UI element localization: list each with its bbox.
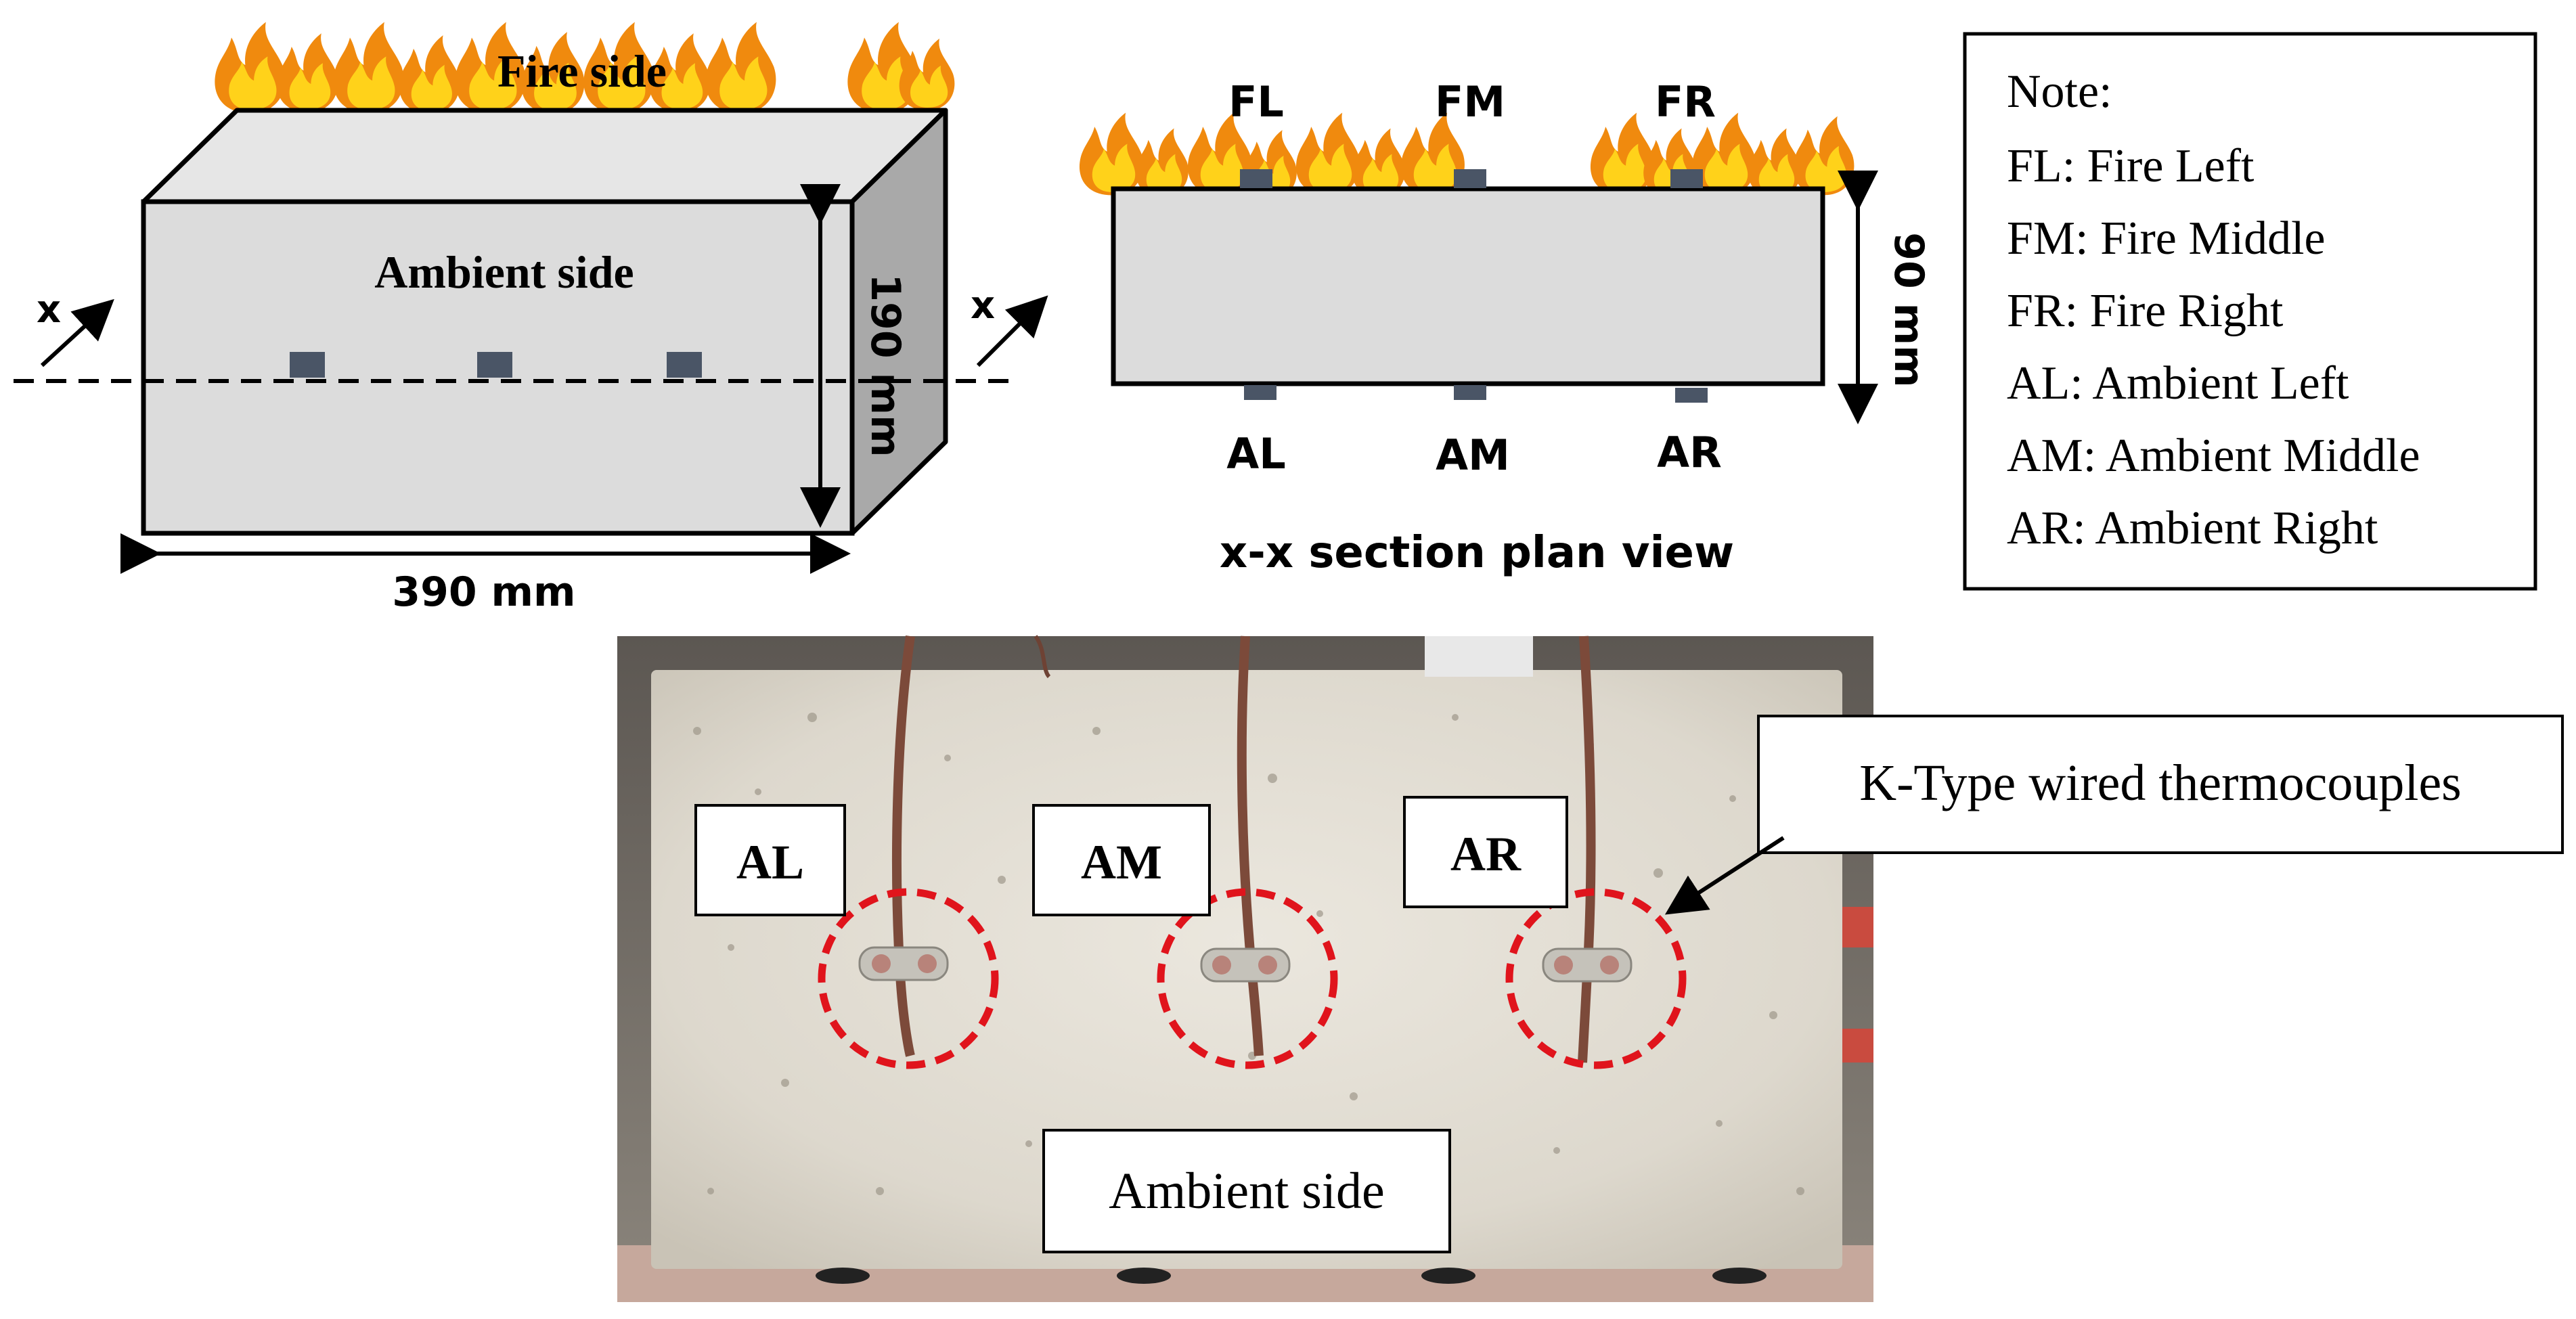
background-sign xyxy=(1425,636,1533,677)
sensor-ar xyxy=(1675,388,1708,403)
block-support-mid-right xyxy=(1421,1268,1475,1284)
note-box-frame xyxy=(1963,32,2537,591)
label-fm: FM xyxy=(1435,77,1505,127)
thermocouple-wire-left xyxy=(892,635,915,1057)
width-dimension-label: 390 mm xyxy=(392,568,575,616)
section-marker-right-label: x xyxy=(971,284,995,328)
sensor-fl xyxy=(1240,169,1272,188)
label-am: AM xyxy=(1436,430,1510,480)
sensor-am xyxy=(1454,385,1486,400)
sensor-left xyxy=(290,352,325,378)
block-3d-diagram: Fire side Ambient side x x 190 mm 390 mm xyxy=(14,22,1048,616)
callout-box xyxy=(1757,715,2564,854)
note-title: Note: xyxy=(2007,66,2112,118)
thermocouple-wire-middle xyxy=(1237,635,1264,1056)
note-line-am: AM: Ambient Middle xyxy=(2007,430,2420,482)
photo-ambient-box xyxy=(1042,1129,1451,1253)
sensor-middle xyxy=(477,352,512,378)
marker-circle-ar xyxy=(1505,888,1687,1069)
fire-side-label: Fire side xyxy=(497,45,667,97)
photo-label-box-am xyxy=(1032,804,1211,916)
depth-dimension-label: 90 mm xyxy=(1885,232,1932,387)
label-fl: FL xyxy=(1228,77,1284,127)
sensor-fr xyxy=(1670,169,1703,188)
note-line-ar: AR: Ambient Right xyxy=(2007,502,2378,554)
sensor-right xyxy=(667,352,702,378)
photo-label-box-al xyxy=(694,804,846,916)
section-caption: x-x section plan view xyxy=(1220,528,1734,578)
block-support-mid-left xyxy=(1117,1268,1171,1284)
thermocouple-clip-left xyxy=(858,946,949,981)
label-ar: AR xyxy=(1657,428,1722,477)
section-arrow-left xyxy=(40,298,114,367)
photo-label-ar: AR xyxy=(1450,827,1522,881)
marker-circle-al xyxy=(818,888,999,1069)
specimen-photo: AL AM AR K-Type wired thermocouples Ambi… xyxy=(617,635,2564,1302)
block-support-left xyxy=(816,1268,870,1284)
label-al: AL xyxy=(1226,429,1286,478)
section-arrow-right xyxy=(976,295,1048,367)
photo-label-box-ar xyxy=(1403,796,1568,908)
callout-text: K-Type wired thermocouples xyxy=(1859,755,2462,811)
photo-label-al: AL xyxy=(736,835,804,889)
photo-ambient-label: Ambient side xyxy=(1109,1163,1384,1220)
label-fr: FR xyxy=(1655,77,1716,127)
callout-arrow xyxy=(1664,836,1785,915)
thermocouple-clip-right xyxy=(1542,947,1633,983)
background-wire xyxy=(1034,635,1051,679)
height-dimension-label: 190 mm xyxy=(862,273,909,457)
block-top-face xyxy=(141,108,948,204)
thermocouple-wire-right xyxy=(1578,635,1596,1063)
section-block xyxy=(1111,186,1825,386)
thermocouple-clip-middle xyxy=(1200,947,1291,983)
note-box: Note: FL: Fire Left FM: Fire Middle FR: … xyxy=(1963,32,2537,591)
sensor-fm xyxy=(1454,169,1486,188)
note-line-fl: FL: Fire Left xyxy=(2007,140,2255,192)
section-marker-left-label: x xyxy=(37,288,61,332)
block-support-right xyxy=(1712,1268,1767,1284)
sensor-al xyxy=(1244,385,1276,400)
note-line-fm: FM: Fire Middle xyxy=(2007,213,2326,265)
marker-circle-am xyxy=(1157,888,1338,1069)
section-plan-view: FL FM FR AL AM AR 90 mm x-x section plan… xyxy=(1079,77,1932,578)
note-line-fr: FR: Fire Right xyxy=(2007,285,2284,337)
ambient-side-label: Ambient side xyxy=(374,246,634,298)
photo-label-am: AM xyxy=(1081,835,1162,889)
note-line-al: AL: Ambient Left xyxy=(2007,357,2349,409)
